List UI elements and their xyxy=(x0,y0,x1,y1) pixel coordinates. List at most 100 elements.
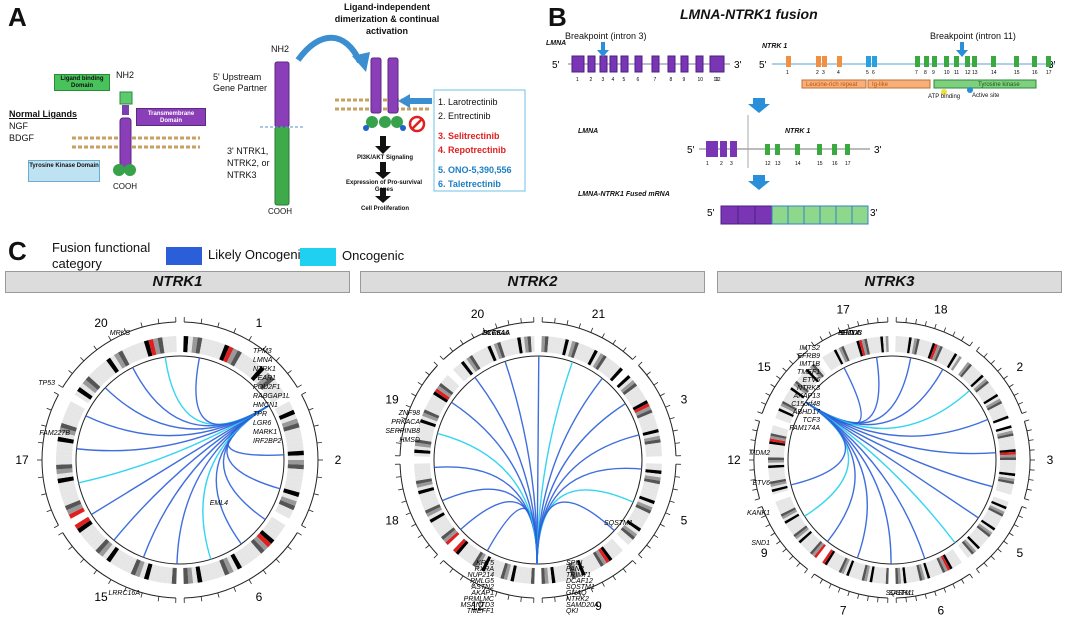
drug-item: 1. Larotrectinib xyxy=(438,97,498,107)
ideogram-band xyxy=(56,464,73,470)
ideogram-band xyxy=(426,403,443,414)
lmna-exon xyxy=(634,55,643,73)
ideogram-band xyxy=(478,554,489,571)
scale-tick xyxy=(417,534,423,538)
ideogram-band xyxy=(638,495,656,505)
ideogram-band xyxy=(253,536,269,551)
chromosome-label: 6 xyxy=(937,603,944,617)
chromosome-label: 2 xyxy=(1016,360,1023,374)
scale-tick xyxy=(482,587,486,593)
ideogram-band xyxy=(913,565,920,582)
ideogram-band xyxy=(826,551,838,567)
ideogram-band xyxy=(275,401,292,413)
scale-tick xyxy=(750,479,756,481)
ideogram-band xyxy=(909,337,915,354)
ideogram-band xyxy=(287,464,304,470)
ideogram-band xyxy=(631,512,647,523)
scale-tick xyxy=(961,579,965,584)
ideogram-band xyxy=(527,336,532,353)
ideogram-band xyxy=(211,562,221,579)
pathway-proliferation: Cell Proliferation xyxy=(360,206,409,212)
fusion-exon-label: 15 xyxy=(817,161,823,167)
scale-tick xyxy=(632,560,637,565)
scale-tick xyxy=(433,554,438,559)
scale-tick xyxy=(1026,488,1032,491)
ideogram-band xyxy=(244,360,258,376)
ideogram-band xyxy=(259,376,275,390)
scale-tick xyxy=(38,476,44,478)
ideogram-band xyxy=(61,492,79,502)
ideogram-band xyxy=(977,384,993,397)
gene-label: PEAR1 xyxy=(253,375,276,382)
scale-tick xyxy=(157,318,160,324)
scale-tick xyxy=(1013,392,1019,396)
breakpoint-intron3: Breakpoint (intron 3) xyxy=(565,31,647,41)
legend-onco-swatch xyxy=(300,248,336,266)
ideogram-band xyxy=(434,388,450,401)
ideogram-band xyxy=(979,387,994,399)
ideogram-band xyxy=(250,366,265,382)
ideogram-band xyxy=(60,422,77,432)
ideogram-band xyxy=(846,560,855,577)
ideogram-band xyxy=(807,539,821,553)
gene-label: QKI xyxy=(566,608,578,615)
ideogram-band xyxy=(781,509,798,520)
ideogram-band xyxy=(838,557,848,574)
ideogram-band xyxy=(592,551,604,567)
ideogram-band xyxy=(607,540,621,555)
scale-arc xyxy=(976,350,1023,414)
ideogram-band xyxy=(637,412,654,422)
gene-label: SQSTM1 xyxy=(886,590,915,597)
scale-tick xyxy=(41,424,47,427)
scale-arc xyxy=(813,321,888,347)
fusion-link xyxy=(195,357,270,425)
ideogram-band xyxy=(582,557,592,574)
scale-tick xyxy=(316,442,322,444)
scale-tick xyxy=(601,333,605,338)
mrna-ntrk-block xyxy=(819,205,837,225)
ideogram-band xyxy=(166,567,173,584)
lmna-exon-label: 12 xyxy=(715,77,721,83)
ideogram-band xyxy=(848,561,857,578)
ntrk-exon-label: 15 xyxy=(1014,70,1020,76)
scale-tick xyxy=(460,339,464,345)
scale-tick xyxy=(58,384,63,388)
ideogram-band xyxy=(556,337,563,355)
ideogram-band xyxy=(517,337,523,354)
scale-tick xyxy=(53,525,59,529)
ideogram-band xyxy=(95,538,110,554)
ideogram-band xyxy=(113,551,126,568)
ideogram-band xyxy=(965,537,979,552)
ideogram-band xyxy=(440,527,456,540)
bp1-arrow-head xyxy=(597,50,609,57)
scale-arc xyxy=(542,560,633,599)
ideogram-band xyxy=(645,452,662,457)
scale-tick xyxy=(976,346,980,352)
scale-arc xyxy=(184,321,298,388)
ideogram-band xyxy=(642,484,659,492)
ideogram-band xyxy=(918,339,926,356)
scale-tick xyxy=(622,568,627,573)
ideogram-band xyxy=(973,529,988,542)
chromosome-label: 5 xyxy=(681,513,688,527)
scale-tick xyxy=(433,361,438,366)
ideogram-band xyxy=(768,469,785,474)
fusion-exon xyxy=(720,141,727,157)
ideogram-band xyxy=(920,563,928,580)
ideogram-band xyxy=(934,345,943,362)
chromosome-label: 20 xyxy=(471,307,485,321)
atp-binding-label: ATP binding xyxy=(928,94,961,100)
bp1-arrow-shaft xyxy=(601,42,605,50)
ideogram-band xyxy=(822,356,834,371)
ideogram-band xyxy=(831,554,842,570)
ideogram-band xyxy=(584,348,595,365)
ideogram-band xyxy=(223,557,234,574)
gene-label: RABGAP1L xyxy=(253,393,290,400)
gene-label: NTRK3 xyxy=(797,385,820,392)
ideogram-band xyxy=(869,566,875,583)
scale-tick xyxy=(578,591,581,597)
ideogram-band xyxy=(576,559,586,576)
scale-tick xyxy=(1026,429,1032,432)
ideogram-band xyxy=(999,464,1016,469)
ideogram-band xyxy=(520,566,526,584)
